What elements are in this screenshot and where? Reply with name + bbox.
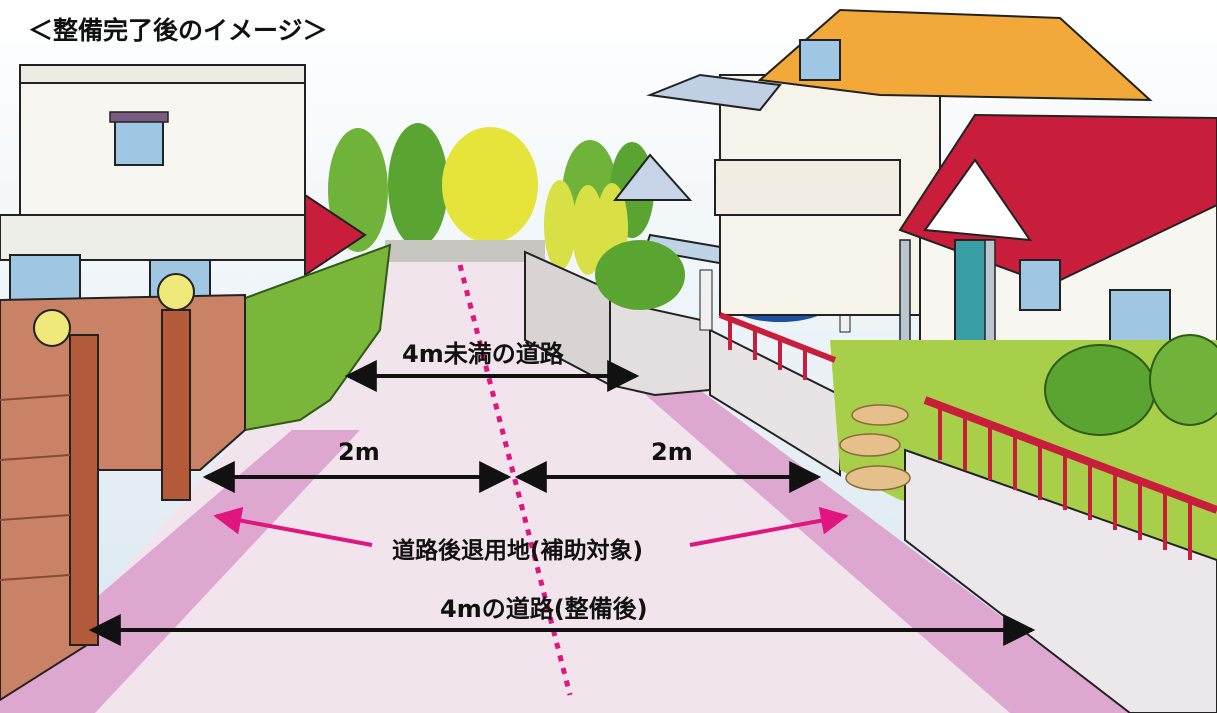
left-building	[0, 64, 367, 301]
right-fence	[718, 312, 1217, 713]
right-bush-2	[1149, 334, 1217, 426]
left-half-width-label: 2m	[338, 438, 380, 466]
setback-pointer-left	[213, 506, 373, 547]
right-half-width-label: 2m	[651, 438, 693, 466]
narrow-road-label: 4m未満の道路	[402, 340, 564, 368]
right-low-walls	[524, 250, 841, 477]
stepping-stones	[839, 404, 911, 491]
middle-bush	[595, 240, 685, 310]
setback-pointer-right	[689, 506, 849, 547]
middle-house	[612, 8, 1153, 316]
illustration-title: ＜整備完了後のイメージ＞	[28, 16, 328, 45]
full-road-label: 4mの道路(整備後)	[440, 595, 648, 623]
left-brick-wall	[0, 273, 246, 702]
background-trees	[328, 123, 654, 275]
right-bush	[1044, 344, 1156, 436]
far-wall	[385, 240, 545, 262]
setback-land-label: 道路後退用地(補助対象)	[392, 538, 644, 564]
